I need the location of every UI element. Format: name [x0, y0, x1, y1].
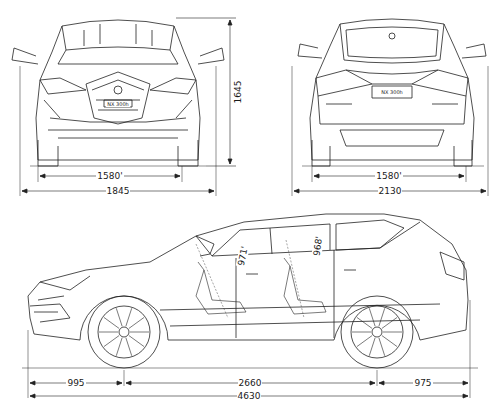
dimension-label: 2130: [378, 186, 403, 196]
wheel-spoke: [126, 308, 132, 326]
wheel-spoke: [383, 332, 402, 333]
wheel-spoke: [357, 317, 372, 328]
wheel-spoke: [382, 336, 397, 347]
front-view: [12, 18, 236, 196]
wheel-spoke: [126, 338, 132, 356]
wheel-spoke: [130, 332, 149, 333]
plate-text: NX 300h: [106, 101, 129, 107]
wheel-spoke: [352, 332, 371, 333]
wheel-spoke: [379, 308, 385, 326]
dimension-label: 971': [236, 244, 250, 267]
wheel-spoke: [382, 317, 397, 328]
wheel-spoke: [129, 336, 144, 347]
dimension-label: 1645: [233, 80, 243, 105]
plate-text: NX 300h: [380, 89, 403, 95]
wheel-spoke: [129, 317, 144, 328]
dimension-label: 968': [312, 235, 325, 258]
wheel-spoke: [357, 336, 372, 347]
dimension-label: 1580': [375, 171, 402, 181]
dimension-label: 975: [413, 378, 432, 388]
dimension-label: 2660: [238, 378, 263, 388]
wheel-spoke: [369, 338, 375, 356]
dimension-label: 995: [66, 378, 85, 388]
side-view: [22, 214, 478, 398]
dimension-label: 1845: [106, 186, 131, 196]
dimension-label: 1580': [96, 171, 123, 181]
wheel-spoke: [369, 308, 375, 326]
wheel-spoke: [379, 338, 385, 356]
wheel-spoke: [116, 338, 122, 356]
wheel-spoke: [104, 317, 119, 328]
dimension-label: 4630: [237, 391, 262, 401]
wheel-spoke: [116, 308, 122, 326]
wheel-spoke: [104, 336, 119, 347]
wheel-spoke: [99, 332, 118, 333]
rear-view: [292, 19, 488, 196]
